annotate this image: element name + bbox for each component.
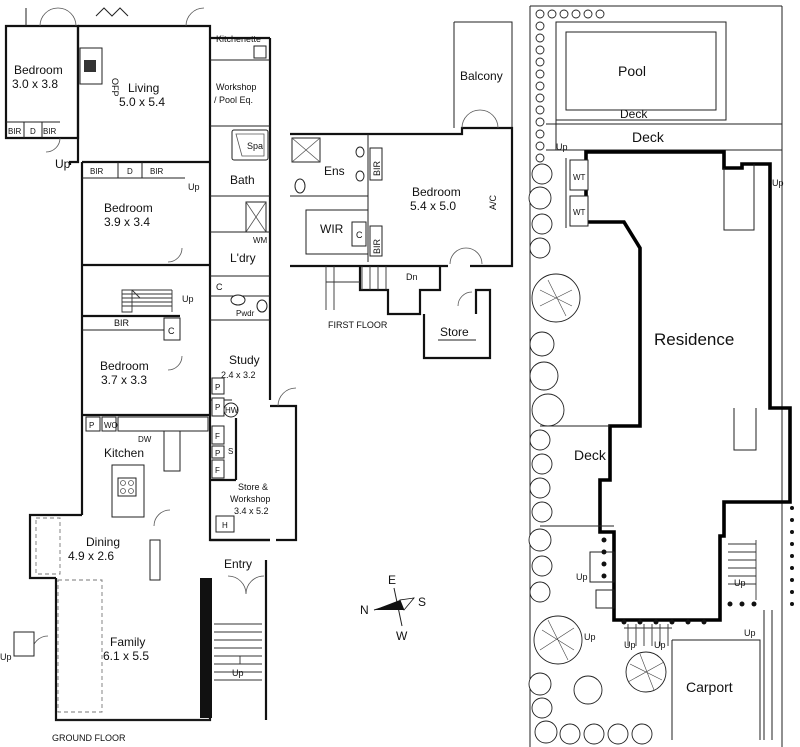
fixture-c-bedroom: C (168, 326, 175, 336)
fixture-d-b: D (127, 167, 133, 176)
compass-e: E (388, 573, 396, 587)
compass-w: W (396, 629, 408, 643)
room-dims-store: 3.4 x 5.2 (234, 506, 269, 516)
fixture-bir-c: BIR (90, 167, 104, 176)
site-up-a: Up (556, 142, 568, 152)
site-up-e: Up (624, 640, 636, 650)
site-up-d: Up (584, 632, 596, 642)
room-dims-dining: 4.9 x 2.6 (68, 549, 114, 563)
fixture-p-a: P (215, 383, 220, 392)
site-label-carport: Carport (686, 679, 733, 695)
room-label-ensuite: Ens (324, 164, 345, 178)
room-label-kitchenette: Kitchenette (216, 34, 261, 44)
room-dims-family: 6.1 x 5.5 (103, 649, 149, 663)
up-label-stairs: Up (182, 294, 194, 304)
compass-s: S (418, 595, 426, 609)
site-label-residence: Residence (654, 330, 734, 349)
room-label-living: Living (128, 81, 159, 95)
room-label-study: Study (229, 353, 260, 367)
site-plan: Pool Deck Deck WT WT Up Up Residence Dec… (528, 5, 794, 747)
site-label-wt-b: WT (573, 208, 586, 217)
fixture-s: S (228, 447, 233, 456)
site-up-h: Up (744, 628, 756, 638)
fixture-d-a: D (30, 127, 36, 136)
site-label-deck-pool: Deck (620, 107, 648, 121)
fixture-wm: WM (253, 236, 268, 245)
ground-floor-plan: Bedroom 3.0 x 3.8 OFP BIR D BIR Up Livin… (0, 7, 298, 743)
fixture-bir-b: BIR (43, 127, 57, 136)
room-label-store-line2: Workshop (230, 494, 270, 504)
site-up-c: Up (576, 572, 588, 582)
floor-caption-first: FIRST FLOOR (328, 320, 388, 330)
site-label-wt-a: WT (573, 173, 586, 182)
fixture-f-b: F (215, 466, 220, 475)
room-label-balcony: Balcony (460, 69, 503, 83)
up-label-bedroom: Up (55, 157, 71, 171)
room-dims-first-bedroom: 5.4 x 5.0 (410, 199, 456, 213)
room-label-bedroom-3: Bedroom (100, 359, 149, 373)
fixture-p-b: P (215, 403, 220, 412)
room-label-bath: Bath (230, 173, 255, 187)
fixture-ac: A/C (488, 194, 498, 210)
fixture-p-kitchen: P (89, 421, 94, 430)
room-dims-bedroom-3: 3.7 x 3.3 (101, 373, 147, 387)
up-label-entry: Up (232, 668, 244, 678)
fixture-wo: WO (104, 421, 118, 430)
site-up-f: Up (654, 640, 666, 650)
room-dims-living: 5.0 x 5.4 (119, 95, 165, 109)
site-up-b: Up (772, 178, 784, 188)
room-label-workshop-line2: / Pool Eq. (214, 95, 253, 105)
trees (528, 163, 667, 745)
up-label-family: Up (0, 652, 12, 662)
fixture-bir-d: BIR (150, 167, 164, 176)
site-label-deck-upper: Deck (632, 129, 665, 145)
up-label-hall: Up (188, 182, 200, 192)
compass-n: N (360, 603, 369, 617)
fixture-p-c: P (215, 449, 220, 458)
fixture-bir-first-a: BIR (372, 160, 382, 176)
room-label-laundry: L'dry (230, 251, 256, 265)
room-label-entry: Entry (224, 557, 252, 571)
room-label-bedroom-2: Bedroom (104, 201, 153, 215)
room-label-powder: Pwdr (236, 309, 255, 318)
fixture-bir-e: BIR (114, 318, 130, 328)
fixture-c-first: C (356, 230, 363, 240)
fixture-c-laundry: C (216, 282, 223, 292)
floor-caption-ground: GROUND FLOOR (52, 733, 126, 743)
room-label-store-line1: Store & (238, 482, 268, 492)
room-dims-bedroom-1: 3.0 x 3.8 (12, 77, 58, 91)
room-label-spa: Spa (247, 141, 263, 151)
fixture-ofp: OFP (110, 78, 120, 97)
room-label-bedroom-1: Bedroom (14, 63, 63, 77)
hedge-dots (535, 9, 794, 625)
room-label-kitchen: Kitchen (104, 446, 144, 460)
fixture-hw: HW (225, 406, 239, 415)
fixture-f-a: F (215, 432, 220, 441)
first-floor-plan: Balcony Ens Bedroom 5.4 x 5.0 A/C BIR BI… (290, 21, 514, 360)
dn-label: Dn (406, 272, 418, 282)
room-label-store: Store (440, 325, 469, 339)
site-up-g: Up (734, 578, 746, 588)
room-label-first-bedroom: Bedroom (412, 185, 461, 199)
site-label-deck-side: Deck (574, 447, 607, 463)
compass: N E S W (360, 573, 426, 643)
fixture-bir-a: BIR (8, 127, 22, 136)
fixture-h: H (222, 521, 228, 530)
room-dims-study: 2.4 x 3.2 (221, 370, 256, 380)
room-label-family: Family (110, 635, 145, 649)
fixture-dw: DW (138, 435, 152, 444)
fixture-bir-first-b: BIR (372, 238, 382, 254)
room-dims-bedroom-2: 3.9 x 3.4 (104, 215, 150, 229)
room-label-dining: Dining (86, 535, 120, 549)
room-label-wir: WIR (320, 222, 344, 236)
room-label-workshop-line1: Workshop (216, 82, 256, 92)
site-label-pool: Pool (618, 63, 646, 79)
